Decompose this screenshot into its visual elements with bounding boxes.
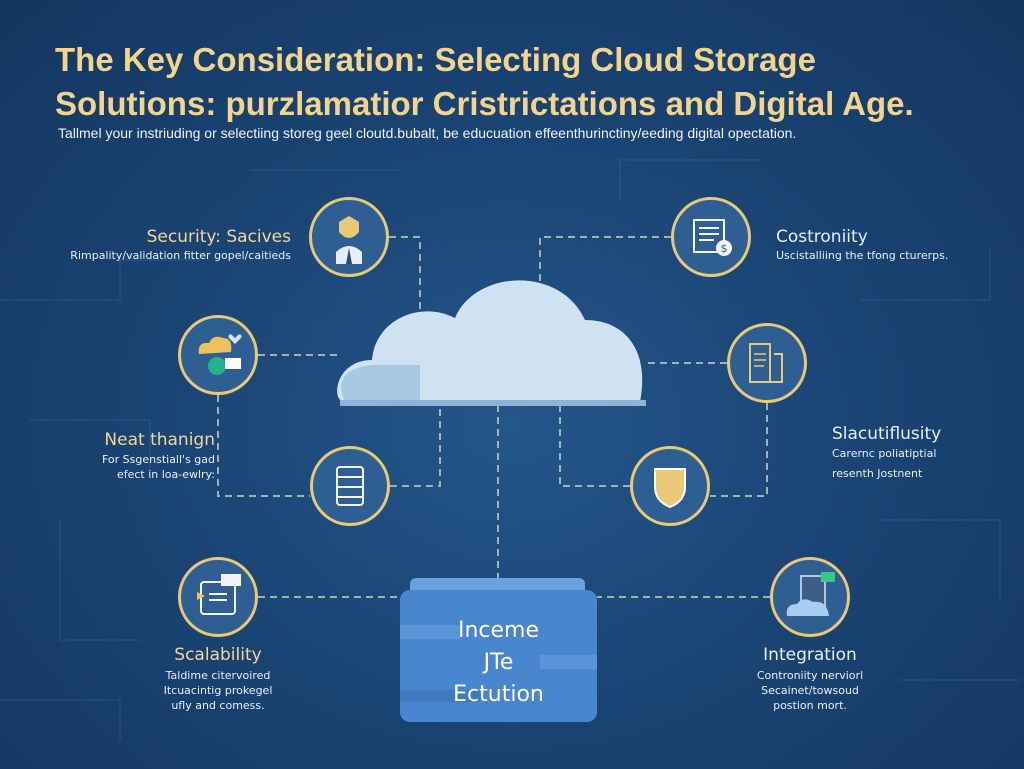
folder-label: Inceme JTe Ectution bbox=[400, 615, 597, 711]
node-label-integration: Integration bbox=[763, 645, 857, 665]
node-desc-scalability-3: ufly and comess. bbox=[171, 699, 265, 712]
node-label-costronity: Costroniity bbox=[776, 227, 868, 247]
node-desc-integration-1: Controniity nerviorl bbox=[756, 669, 864, 682]
node-desc-scalability-1: Taldime citervoired bbox=[165, 669, 271, 682]
document-code-icon bbox=[727, 323, 807, 403]
circuit-lines bbox=[0, 159, 1020, 740]
shield-icon bbox=[630, 446, 710, 526]
node-label-security: Security: Sacives bbox=[146, 227, 291, 247]
folder-icon bbox=[400, 578, 597, 722]
cloud-icon bbox=[337, 280, 646, 406]
cloud-document-icon bbox=[770, 557, 850, 637]
node-desc-slacutiflusity-1: Carernc poliatiptial bbox=[832, 447, 937, 460]
node-desc-security: Rimpality/validation fitter gopel/caitie… bbox=[70, 249, 291, 262]
node-label-slacutiflusity: Slacutiflusity bbox=[832, 424, 942, 444]
server-icon bbox=[310, 446, 390, 526]
node-desc-integration-2: Secainet/towsoud bbox=[761, 684, 859, 697]
connector-lines bbox=[217, 236, 770, 598]
node-desc-costronity: Uscistalliing the tfong cturerps. bbox=[776, 249, 949, 262]
node-label-scalability: Scalability bbox=[174, 645, 262, 665]
node-desc-neat-2: efect in loa-ewlry: bbox=[116, 468, 215, 481]
folder-line-3: Ectution bbox=[453, 682, 544, 707]
cloud-mail-icon bbox=[178, 315, 258, 395]
page-title: The Key Consideration: Selecting Cloud S… bbox=[55, 41, 914, 122]
document-dollar-icon: $ bbox=[671, 197, 751, 277]
node-label-neat: Neat thanign bbox=[104, 430, 215, 450]
svg-text:$: $ bbox=[721, 242, 728, 255]
shield-person-icon bbox=[309, 197, 389, 277]
node-desc-neat-1: For Ssgenstiall's gad bbox=[101, 453, 215, 466]
subtitle: Tallmel your instriuding or selectiing s… bbox=[58, 125, 797, 141]
folder-line-1: Inceme bbox=[457, 618, 540, 643]
folder-line-2: JTe bbox=[483, 650, 514, 675]
node-desc-scalability-2: Itcuacintig prokegel bbox=[163, 684, 273, 697]
node-desc-integration-3: postion mort. bbox=[773, 699, 847, 712]
browser-edit-icon bbox=[178, 557, 258, 637]
node-desc-slacutiflusity-2: resenth Jostnent bbox=[832, 467, 923, 480]
